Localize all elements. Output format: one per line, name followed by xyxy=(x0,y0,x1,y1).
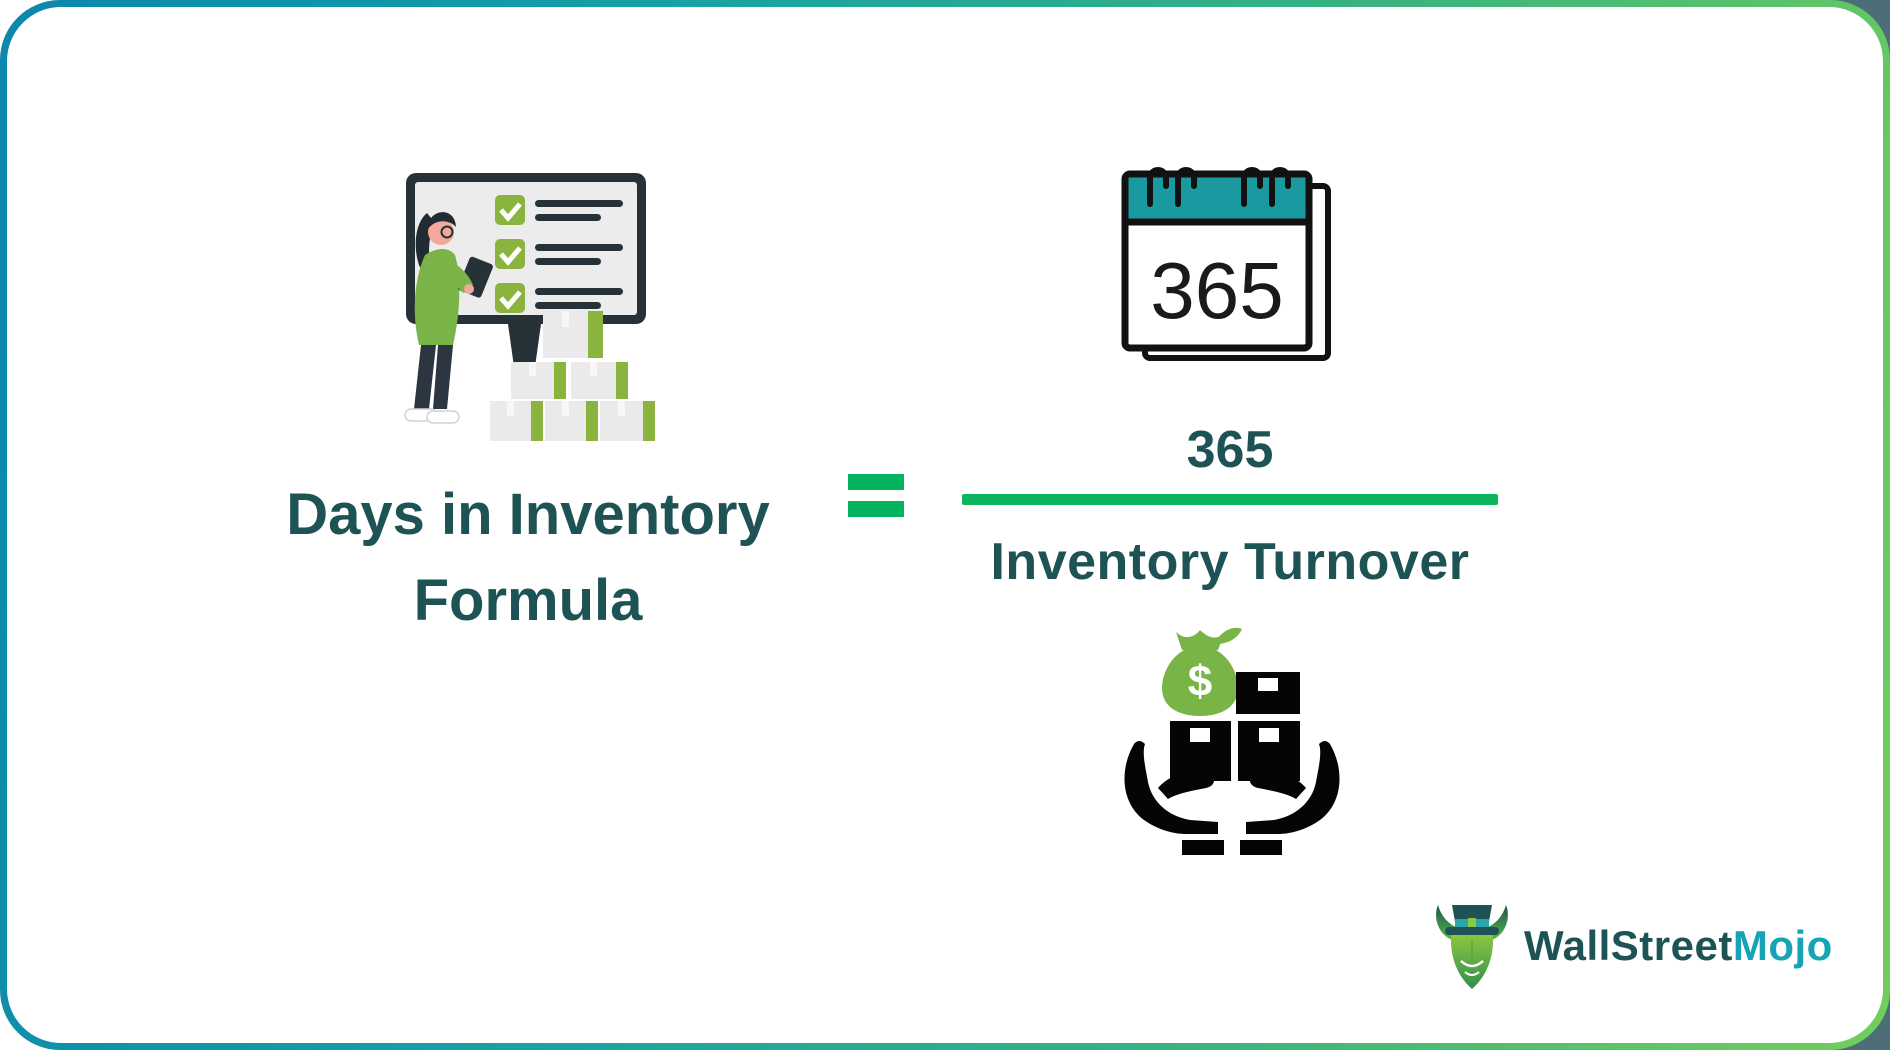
glasses-icon xyxy=(440,225,454,239)
text-line xyxy=(535,244,623,251)
equals-sign-icon xyxy=(848,474,904,528)
text-line xyxy=(535,288,623,295)
brand-name: WallStreetMojo xyxy=(1524,922,1833,970)
brand-mojo: Mojo xyxy=(1732,922,1833,969)
check-icon xyxy=(499,246,522,266)
inventory-turnover-icon: $ xyxy=(1124,627,1340,855)
board-stand xyxy=(508,324,541,367)
text-line xyxy=(535,302,601,309)
checkbox-icon xyxy=(495,239,525,269)
text-line xyxy=(535,214,601,221)
fraction-denominator: Inventory Turnover xyxy=(990,533,1470,591)
money-bag-icon: $ xyxy=(1162,627,1242,716)
white-card xyxy=(7,7,1883,1043)
fraction-numerator: 365 xyxy=(1186,421,1274,479)
bull-mascot-icon xyxy=(1436,905,1508,989)
calendar-number: 365 xyxy=(1150,246,1283,335)
receiving-hands-icon xyxy=(1124,741,1340,855)
calendar-365-icon: 365 xyxy=(1121,167,1331,361)
checkbox-icon xyxy=(495,283,525,313)
text-line xyxy=(535,258,601,265)
text-line xyxy=(535,200,623,207)
calendar-header xyxy=(1128,177,1306,219)
dollar-symbol: $ xyxy=(1188,657,1212,706)
check-icon xyxy=(499,290,522,310)
brand-wallstreet: WallStreet xyxy=(1524,922,1733,969)
stacked-boxes xyxy=(490,311,655,441)
wallstreetmojo-logo: WallStreetMojo xyxy=(1432,901,1833,991)
woman-figure xyxy=(404,212,493,424)
inventory-checklist-illustration xyxy=(404,173,655,441)
checkbox-icon xyxy=(495,195,525,225)
page-title: Days in Inventory Formula xyxy=(228,472,828,644)
fraction-bar xyxy=(962,494,1498,505)
title-line-2: Formula xyxy=(413,568,643,633)
title-line-1: Days in Inventory xyxy=(286,482,770,547)
check-icon xyxy=(499,202,522,222)
calendar-rings xyxy=(1147,167,1291,207)
